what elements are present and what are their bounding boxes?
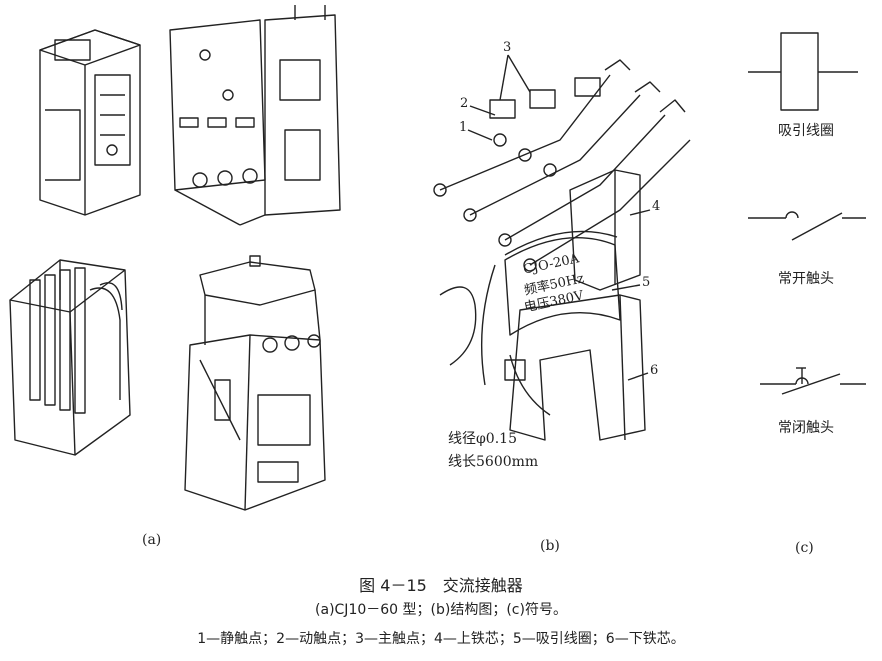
part-label-2: 2 xyxy=(460,96,469,111)
part-label-5: 5 xyxy=(642,275,651,290)
wire-length: 线长5600mm xyxy=(448,454,539,470)
panel-label-a: (a) xyxy=(142,532,162,548)
caption-line-1: (a)CJ10－60 型；(b)结构图；(c)符号。 xyxy=(315,602,567,618)
part-label-6: 6 xyxy=(650,363,659,378)
contactor-photo-2 xyxy=(169,5,341,226)
no-contact-symbol xyxy=(748,211,866,241)
part-label-3: 3 xyxy=(503,40,512,55)
coil-symbol xyxy=(748,32,858,111)
part-label-1: 1 xyxy=(459,120,468,135)
no-contact-symbol-label: 常开触头 xyxy=(778,271,834,287)
nc-contact-symbol xyxy=(760,367,866,395)
contactor-photo-4 xyxy=(184,255,326,511)
caption-line-2: 1—静触点；2—动触点；3—主触点；4—上铁芯；5—吸引线圈；6—下铁芯。 xyxy=(197,631,685,647)
coil-symbol-label: 吸引线圈 xyxy=(778,123,834,139)
nc-contact-symbol-label: 常闭触头 xyxy=(778,420,834,436)
contactor-photo-1 xyxy=(39,29,141,216)
panel-label-b: (b) xyxy=(540,538,560,554)
figure-title: 图 4－15 交流接触器 xyxy=(359,576,523,595)
wire-diameter: 线径φ0.15 xyxy=(448,431,517,447)
panel-label-c: (c) xyxy=(795,540,814,556)
contactor-photo-3 xyxy=(9,259,131,456)
structure-drawing xyxy=(433,54,691,441)
part-label-4: 4 xyxy=(652,199,661,214)
